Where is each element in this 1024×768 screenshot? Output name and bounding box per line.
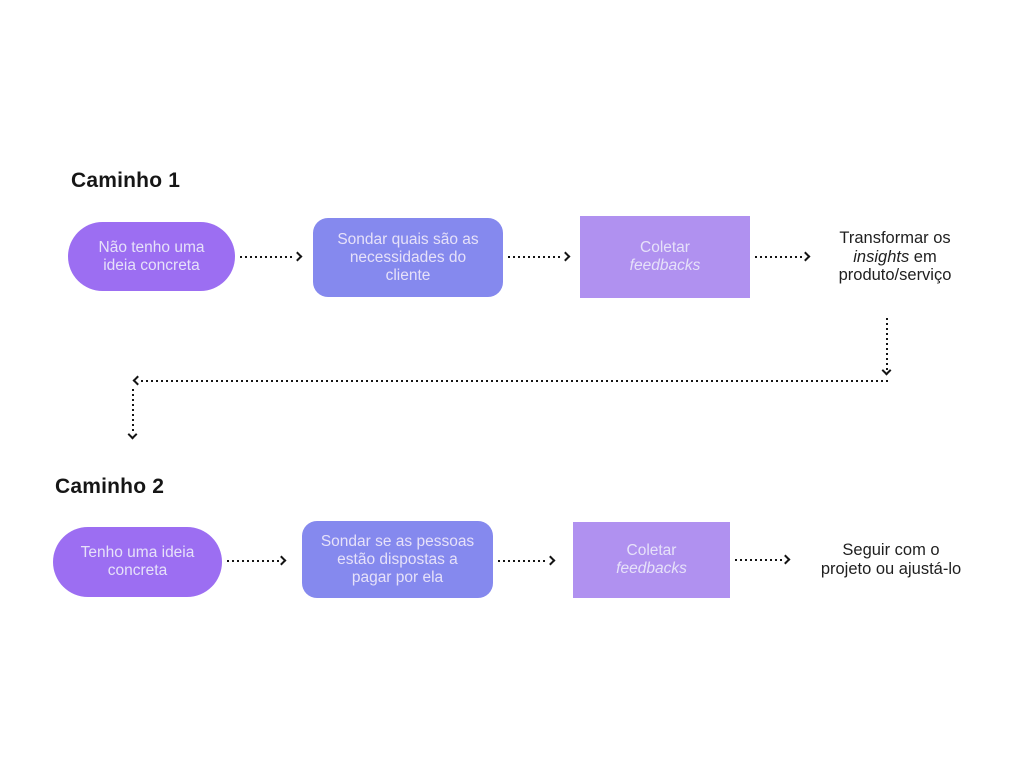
chevron-right-icon bbox=[292, 251, 303, 262]
path1-start-pill: Não tenho uma ideia concreta bbox=[68, 222, 235, 291]
path1-outcome-text: Transformar os insights em produto/servi… bbox=[838, 229, 952, 284]
chevron-right-icon bbox=[780, 554, 791, 565]
chevron-right-icon bbox=[800, 251, 811, 262]
path1-probe-box-label: Sondar quais são as necessidades do clie… bbox=[337, 230, 479, 284]
path2-probe-box-label: Sondar se as pessoas estão dispostas a p… bbox=[320, 532, 475, 586]
connector-horizontal-line bbox=[141, 380, 888, 382]
path2-probe-box: Sondar se as pessoas estão dispostas a p… bbox=[302, 521, 493, 598]
path1-arrow2-line bbox=[508, 256, 562, 258]
chevron-left-icon bbox=[132, 375, 143, 386]
chevron-down-icon bbox=[881, 365, 892, 376]
path1-title: Caminho 1 bbox=[71, 169, 181, 192]
path2-outcome-text: Seguir com o projeto ou ajustá-lo bbox=[820, 541, 962, 578]
path1-collect-box-label: Coletar feedbacks bbox=[629, 239, 701, 274]
chevron-right-icon bbox=[276, 555, 287, 566]
path2-collect-box-label: Coletar feedbacks bbox=[616, 542, 687, 577]
path1-start-pill-label: Não tenho uma ideia concreta bbox=[98, 238, 205, 274]
connector-down-line-right bbox=[886, 318, 888, 370]
path2-title: Caminho 2 bbox=[55, 475, 165, 498]
path2-start-pill: Tenho uma ideia concreta bbox=[53, 527, 222, 597]
path2-arrow1-line bbox=[227, 560, 279, 562]
path1-arrow3-line bbox=[755, 256, 803, 258]
path1-arrow1-line bbox=[240, 256, 294, 258]
path2-arrow3-line bbox=[735, 559, 783, 561]
path1-collect-box: Coletar feedbacks bbox=[580, 216, 750, 298]
connector-down-line-left bbox=[132, 389, 134, 434]
chevron-right-icon bbox=[560, 251, 571, 262]
path2-start-pill-label: Tenho uma ideia concreta bbox=[80, 544, 195, 579]
path1-probe-box: Sondar quais são as necessidades do clie… bbox=[313, 218, 503, 297]
chevron-down-icon bbox=[127, 429, 138, 440]
chevron-right-icon bbox=[545, 555, 556, 566]
path2-arrow2-line bbox=[498, 560, 548, 562]
path2-collect-box: Coletar feedbacks bbox=[573, 522, 730, 598]
